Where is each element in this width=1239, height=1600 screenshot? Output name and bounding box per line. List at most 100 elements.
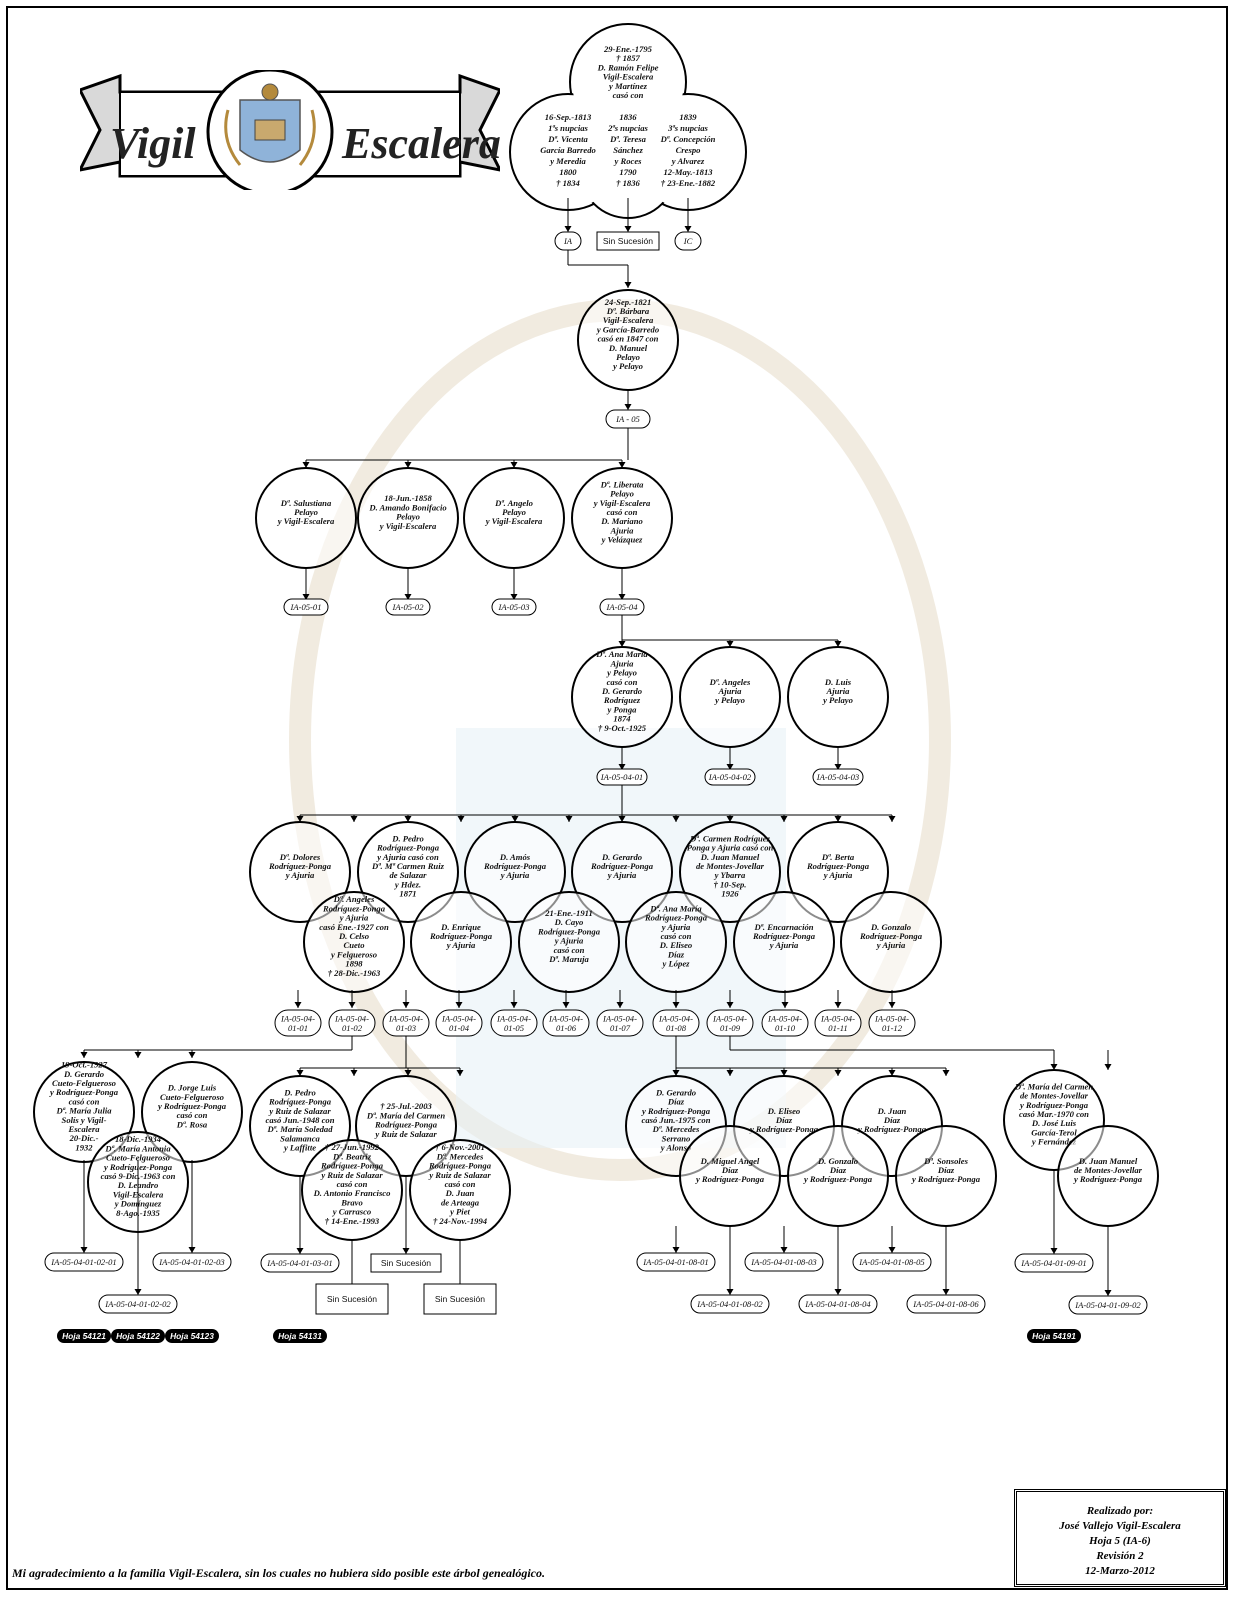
- person-text-line: Rodríguez-Ponga: [429, 931, 493, 941]
- arrow-head: [888, 816, 896, 822]
- code-oval: [852, 1252, 932, 1272]
- person-text-line: Dª. Encarnación: [753, 922, 813, 932]
- code-label: 01-01: [288, 1023, 308, 1033]
- code-label: IA-05-04-: [441, 1013, 476, 1023]
- arrow-head: [834, 1002, 842, 1008]
- code-label: IA-05-04-01-02-01: [50, 1257, 116, 1267]
- arrow-head: [834, 764, 842, 770]
- arrow-head: [350, 1070, 358, 1076]
- code-oval: [674, 231, 702, 251]
- sin-sucesion-box: [423, 1283, 497, 1315]
- code-label: IA-05-04-: [602, 1013, 637, 1023]
- person-text-line: y Vigil-Escalera: [485, 516, 543, 526]
- code-oval: [814, 1009, 862, 1037]
- person-text-line: y Vigil-Escalera: [379, 521, 437, 531]
- arrow-head: [562, 1002, 570, 1008]
- person-text-line: casó Jun.-1975 con: [642, 1115, 711, 1125]
- person-text-line: Rodríguez-Ponga: [428, 1161, 492, 1171]
- arrow-head: [565, 816, 573, 822]
- person-text-line: y Rodríguez-Ponga: [695, 1174, 765, 1184]
- code-label: IA-05-04-: [496, 1013, 531, 1023]
- person-text-line: y Ajuria: [876, 940, 906, 950]
- code-label: IA-05-04-01-08-03: [750, 1257, 816, 1267]
- sheet-badge: [165, 1329, 219, 1343]
- person-text-line: Rodríguez-Ponga: [483, 861, 547, 871]
- person-text-line: Rodríguez-Ponga: [322, 903, 386, 913]
- arrow-head: [888, 1247, 896, 1253]
- arrow-head: [834, 816, 842, 822]
- arrow-head: [780, 1247, 788, 1253]
- credits-made-by: Realizado por:: [1086, 1505, 1154, 1517]
- person-text-line: Ajuria: [610, 658, 635, 668]
- arrow-head: [1050, 1248, 1058, 1254]
- person-circle: [571, 821, 673, 923]
- person-text-line: y Pelayo: [822, 695, 853, 705]
- arrow-head: [624, 404, 632, 410]
- person-text-line: Dª. María Julia: [55, 1106, 112, 1116]
- arrow-head: [457, 816, 465, 822]
- person-text-line: Dª. María Antonia: [104, 1143, 171, 1153]
- person-text-line: 29-Ene.-1795: [603, 44, 653, 54]
- person-text-line: 1926: [721, 889, 739, 899]
- arrow-head: [188, 1052, 196, 1058]
- person-text-line: y Rodríguez-Ponga: [1073, 1174, 1143, 1184]
- code-oval: [44, 1252, 124, 1272]
- person-text-line: de Salazar: [389, 870, 427, 880]
- person-text-line: D. Gerardo: [601, 686, 642, 696]
- person-text-line: Rodríguez-Ponga: [537, 926, 601, 936]
- code-oval: [1014, 1253, 1094, 1273]
- arrow-head: [834, 1070, 842, 1076]
- credits-date: 12-Marzo-2012: [1085, 1565, 1155, 1577]
- code-label: IA-05-04-: [820, 1013, 855, 1023]
- person-text-line: Cueto-Felgueroso: [106, 1153, 170, 1163]
- arrow-head: [134, 1289, 142, 1295]
- person-text-line: Pelayo: [502, 507, 526, 517]
- arrow-head: [511, 816, 519, 822]
- person-text-line: 19-Oct.-1927: [61, 1060, 108, 1070]
- code-label: 01-04: [449, 1023, 470, 1033]
- arrow-head: [404, 816, 412, 822]
- person-text-line: Dª. Mercedes: [436, 1151, 484, 1161]
- person-text-line: Dª. Carmen Rodríguez: [689, 833, 771, 843]
- sin-sucesion-label: Sin Sucesión: [327, 1294, 377, 1304]
- arrow-head: [618, 462, 626, 468]
- person-text-line: Díaz: [829, 1165, 847, 1175]
- person-text-line: D. Gerardo: [63, 1069, 104, 1079]
- person-text-line: 1898: [345, 959, 363, 969]
- person-text-line: Ajuria: [826, 686, 851, 696]
- person-text-line: † 1834: [556, 178, 580, 188]
- person-text-line: casó con: [445, 1179, 476, 1189]
- code-label: 01-11: [828, 1023, 847, 1033]
- code-oval: [744, 1252, 824, 1272]
- arrow-head: [348, 1002, 356, 1008]
- credits-box: Realizado por: José Vallejo Vigil-Escale…: [1014, 1489, 1226, 1587]
- code-label: IA-05-04-01: [600, 772, 643, 782]
- arrow-head: [402, 1248, 410, 1254]
- arrow-head: [404, 1070, 412, 1076]
- person-text-line: y Rodríguez-Ponga: [911, 1174, 981, 1184]
- person-text-line: † 9-Oct.-1925: [598, 723, 647, 733]
- surname-right: Escalera: [341, 119, 500, 168]
- arrow-head: [618, 764, 626, 770]
- code-label: 01-10: [775, 1023, 796, 1033]
- person-text-line: casó con: [661, 931, 692, 941]
- person-text-line: Dª. Maruja: [548, 954, 589, 964]
- person-text-line: D. Juan Manuel: [700, 852, 760, 862]
- arrow-head: [1104, 1064, 1112, 1070]
- person-text-line: 24-Sep.-1821: [604, 297, 652, 307]
- person-text-line: y Ajuria: [607, 870, 637, 880]
- person-text-line: Rodríguez-Ponga: [644, 913, 708, 923]
- code-label: IA-05-04-01-09-02: [1074, 1300, 1141, 1310]
- person-text-line: D. Jorge Luis: [167, 1083, 217, 1093]
- person-text-line: Rodríguez-Ponga: [320, 1161, 384, 1171]
- person-text-line: D. Juan: [445, 1188, 475, 1198]
- sheet-badge-label: Hoja 54122: [116, 1331, 160, 1341]
- person-text-line: y Ajuria: [446, 940, 476, 950]
- person-text-line: casó con: [337, 1179, 368, 1189]
- person-text-line: 1ªs nupcias: [548, 123, 588, 133]
- arrow-head: [618, 594, 626, 600]
- arrow-head: [726, 1289, 734, 1295]
- sheet-badge: [111, 1329, 165, 1343]
- person-text-line: y Ajuria: [285, 870, 315, 880]
- person-text-line: 1932: [75, 1142, 93, 1152]
